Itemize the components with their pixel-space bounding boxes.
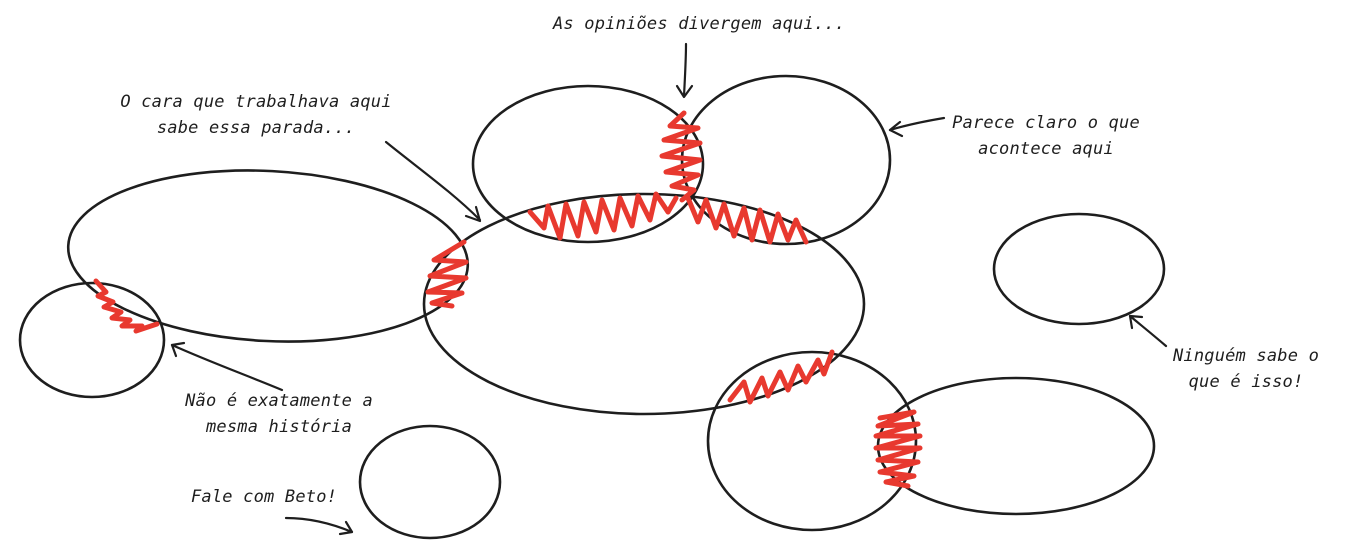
note-not-same-line2: mesma história [205,417,353,437]
note-divergence: As opiniões divergem aqui... [553,11,845,37]
arrow-clear [888,116,946,132]
note-talk-to: Fale com Beto! [191,484,337,510]
note-clear-line2: acontece aqui [978,139,1114,159]
context-isolated-right [992,212,1166,326]
scribble-top-vertical [659,110,703,203]
arrow-not-same [170,343,284,392]
arrow-divergence-head [675,84,694,99]
scribble-bottom-right-dense [873,409,923,489]
arrow-clear-head [888,120,904,138]
arrow-divergence [682,42,688,98]
context-small-left [18,281,166,399]
scribble-left-overlap [93,278,160,334]
context-central [422,192,866,416]
scribble-top-right-lens [685,195,809,245]
note-expert-line1: O cara que trabalhava aqui [120,92,392,112]
note-not-same: Não é exatamente a mesma história [168,388,390,440]
note-expert: O cara que trabalhava aqui sabe essa par… [118,89,394,141]
context-shapes [18,74,1166,540]
arrow-expert-head [464,205,482,223]
arrow-unknown-head [1128,314,1144,330]
note-unknown: Ninguém sabe o que é isso! [1163,343,1329,395]
arrow-talk-to-head [338,520,354,536]
context-top-left [471,84,705,244]
note-not-same-line1: Não é exatamente a [185,391,373,411]
scribble-bottom-center [727,349,835,405]
note-talk-to-text: Fale com Beto! [191,487,338,507]
scribble-central-left [425,239,469,309]
note-divergence-text: As opiniões divergem aqui... [553,14,846,34]
conflict-markings [93,110,923,489]
context-large-left [66,169,470,343]
arrow-unknown [1128,314,1168,348]
context-beto [358,424,502,540]
note-unknown-line2: que é isso! [1188,372,1304,392]
arrow-expert [384,140,482,222]
arrow-not-same-head [170,341,186,358]
note-unknown-line1: Ninguém sabe o [1172,346,1320,366]
note-clear-line1: Parece claro o que [952,113,1140,133]
arrow-talk-to [284,516,354,534]
context-bottom-center [706,350,918,532]
note-expert-line2: sabe essa parada... [156,118,356,138]
note-clear: Parece claro o que acontece aqui [946,110,1146,162]
scribble-top-left-lens [527,191,679,241]
arrows [170,42,1168,536]
